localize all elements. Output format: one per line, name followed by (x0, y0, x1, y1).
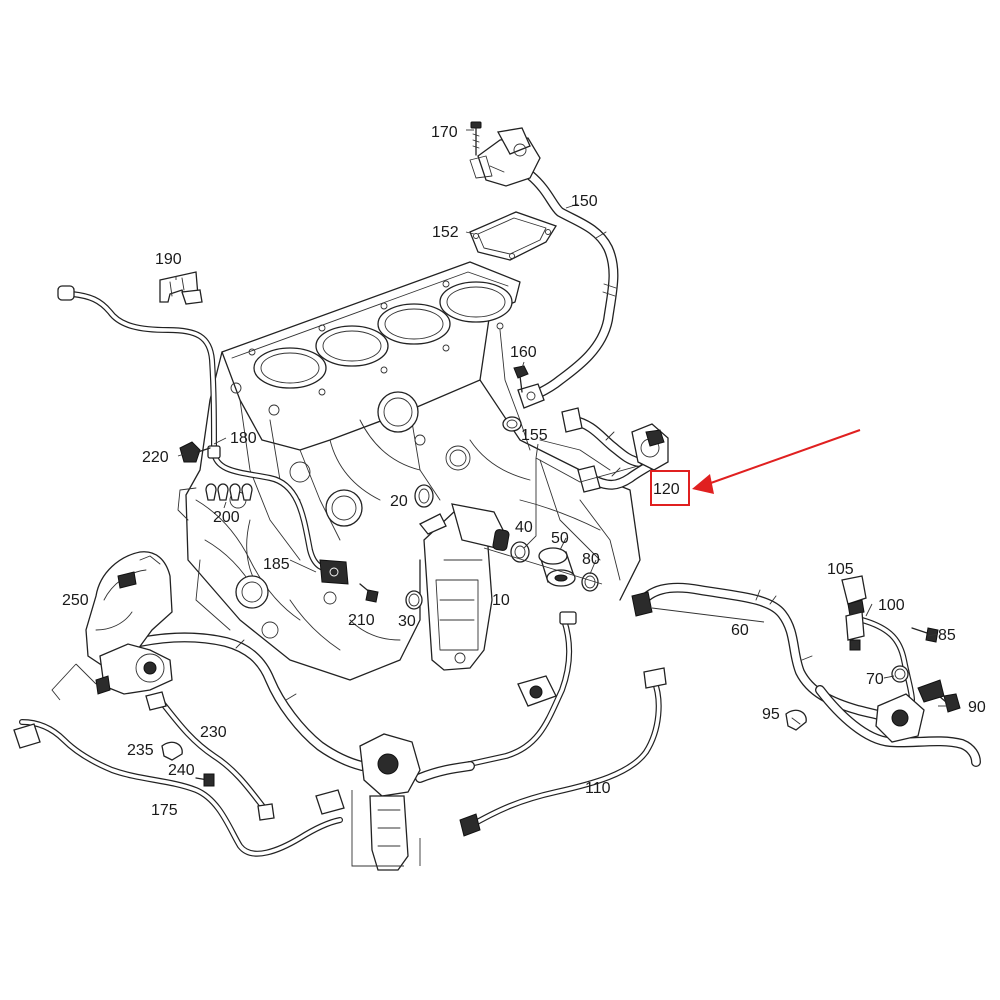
label-100: 100 (878, 597, 905, 614)
clip-235 (161, 741, 183, 761)
label-200: 200 (213, 509, 240, 526)
label-190: 190 (155, 251, 182, 268)
part-150-coolant-hose (517, 170, 619, 409)
label-80: 80 (582, 551, 600, 568)
label-230: 230 (200, 724, 227, 741)
label-110: 110 (585, 780, 611, 797)
part-175-tube (13, 719, 345, 857)
part-230-tube (145, 691, 275, 821)
label-85: 85 (938, 627, 956, 644)
gasket-152 (469, 211, 557, 261)
label-30: 30 (398, 613, 416, 630)
label-70: 70 (866, 671, 884, 688)
clip-190 (159, 271, 203, 305)
bolt-220 (179, 441, 211, 463)
label-10: 10 (492, 592, 510, 609)
label-210: 210 (348, 612, 375, 629)
bolt-90 (917, 679, 961, 713)
sensor-105 (841, 575, 867, 651)
part-180-tube (57, 285, 339, 573)
label-235: 235 (127, 742, 154, 759)
label-180: 180 (230, 430, 257, 447)
part-120-coolant-pipe (561, 407, 669, 493)
label-60: 60 (731, 622, 749, 639)
label-155: 155 (521, 427, 548, 444)
o-ring-20 (414, 484, 434, 508)
o-ring-155 (502, 416, 522, 432)
label-220: 220 (142, 449, 169, 466)
bolt-210 (359, 583, 379, 603)
o-ring-70 (891, 665, 909, 683)
part-60-coolant-hose (631, 582, 981, 767)
highlight-box (650, 470, 690, 506)
bolt-160 (513, 365, 529, 393)
red-arrow-icon (692, 474, 714, 494)
filter-element-50 (538, 547, 576, 587)
label-150: 150 (571, 193, 598, 210)
engine-block (177, 261, 641, 681)
clip-95 (785, 709, 807, 731)
lower-coolant-hose (135, 632, 475, 871)
label-105: 105 (827, 561, 854, 578)
label-185: 185 (263, 556, 290, 573)
part-110-tube (417, 611, 667, 837)
o-ring-30 (405, 590, 423, 610)
sensor-185 (319, 559, 349, 585)
red-arrow-shaft (707, 429, 861, 485)
label-160: 160 (510, 344, 537, 361)
part-10-oil-filter-housing (418, 503, 510, 671)
label-95: 95 (762, 706, 780, 723)
label-170: 170 (431, 124, 458, 141)
label-175: 175 (151, 802, 178, 819)
o-ring-80 (581, 572, 599, 592)
part-labels: 170 150 152 190 160 155 180 220 200 20 4… (62, 124, 986, 819)
label-90: 90 (968, 699, 986, 716)
label-152: 152 (432, 224, 459, 241)
leader-lines (51, 129, 950, 867)
label-20: 20 (390, 493, 408, 510)
part-170-housing (469, 127, 541, 187)
part-250-intake-pipe (85, 551, 173, 695)
highlight-120: 120 (650, 429, 861, 506)
bolt-170 (470, 121, 482, 156)
label-240: 240 (168, 762, 195, 779)
label-250: 250 (62, 592, 89, 609)
bolt-240 (195, 773, 215, 787)
label-40: 40 (515, 519, 533, 536)
label-50: 50 (551, 530, 569, 547)
clamps-200 (205, 483, 253, 501)
label-120: 120 (653, 481, 680, 498)
